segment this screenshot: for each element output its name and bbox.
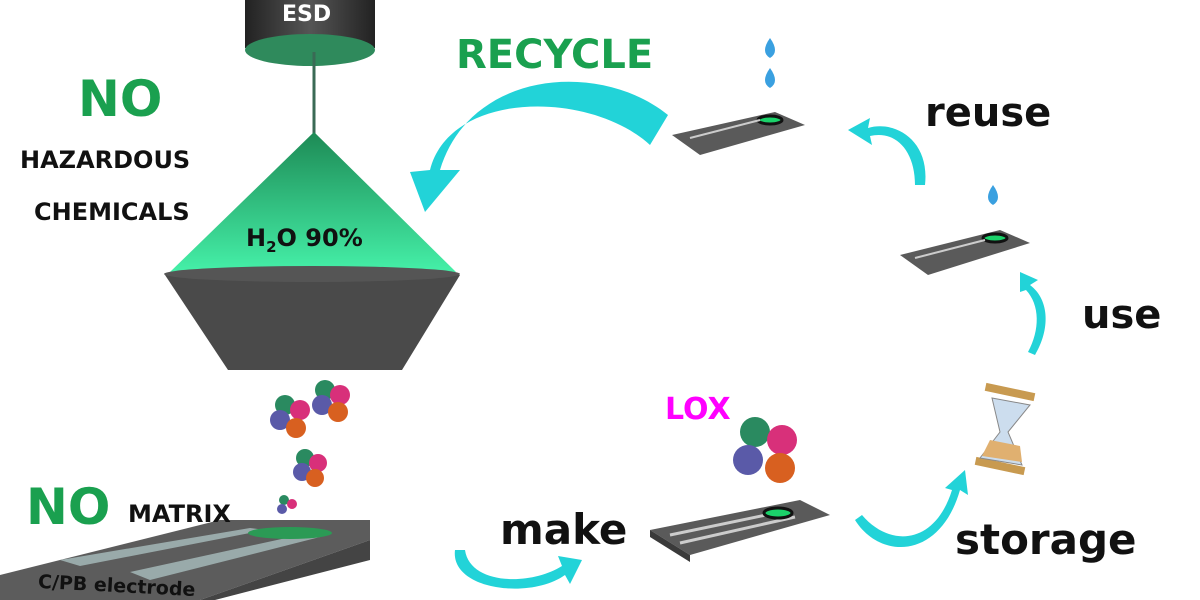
sensor-device-use <box>900 185 1030 275</box>
reuse-label: reuse <box>925 90 1052 136</box>
h2o-h: H <box>246 224 267 252</box>
hourglass-icon <box>974 382 1036 476</box>
no-hazardous-no: NO <box>78 70 163 128</box>
enzyme-clusters <box>270 380 797 514</box>
h2o-sub: 2 <box>266 237 277 256</box>
hazardous-label: HAZARDOUS <box>20 146 191 174</box>
h2o-label: H2O 90% <box>246 224 363 256</box>
recycle-arrow <box>410 81 668 212</box>
sensor-device-make <box>650 500 830 562</box>
esd-label: ESD <box>282 2 332 27</box>
use-arrow <box>1020 272 1046 355</box>
recycle-label: RECYCLE <box>456 32 654 78</box>
storage-arrow <box>855 470 968 548</box>
sensor-device-recycle <box>672 38 805 155</box>
large-electrode <box>0 520 370 600</box>
lox-label: LOX <box>665 392 731 427</box>
storage-label: storage <box>955 515 1137 564</box>
spray-cone <box>164 132 460 370</box>
reuse-arrow <box>848 118 926 185</box>
chemicals-label: CHEMICALS <box>34 198 190 226</box>
make-label: make <box>500 505 628 554</box>
matrix-label: MATRIX <box>128 500 231 528</box>
make-arrow <box>454 550 582 589</box>
no-matrix-no: NO <box>26 478 111 536</box>
cycle-arrows <box>410 81 1046 589</box>
esd-nozzle <box>245 0 375 140</box>
h2o-rest: O 90% <box>276 224 363 252</box>
use-label: use <box>1082 292 1162 338</box>
